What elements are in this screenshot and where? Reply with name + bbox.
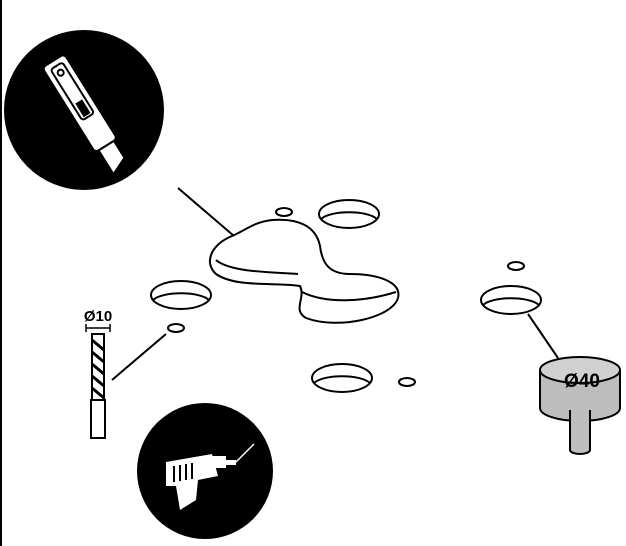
drill-bit [85,324,111,439]
oval-hole [311,363,373,393]
knife-leader-line [177,187,235,237]
large-cutout-opening [209,218,400,324]
small-hole [507,261,525,271]
small-hole [167,323,185,333]
hole-saw-diameter-label: Ø40 [564,371,600,392]
drill-bit-leader-line [111,333,167,381]
utility-knife-icon [4,30,164,190]
small-hole [398,377,416,387]
page-left-border [0,0,2,546]
oval-hole [150,280,212,310]
oval-hole [480,285,542,315]
power-drill-icon [137,403,273,539]
oval-hole [318,199,380,229]
hole-saw-leader-line [527,313,559,359]
drill-bit-diameter-label: Ø10 [84,308,112,325]
hole-saw [539,356,621,455]
small-hole [275,207,293,217]
